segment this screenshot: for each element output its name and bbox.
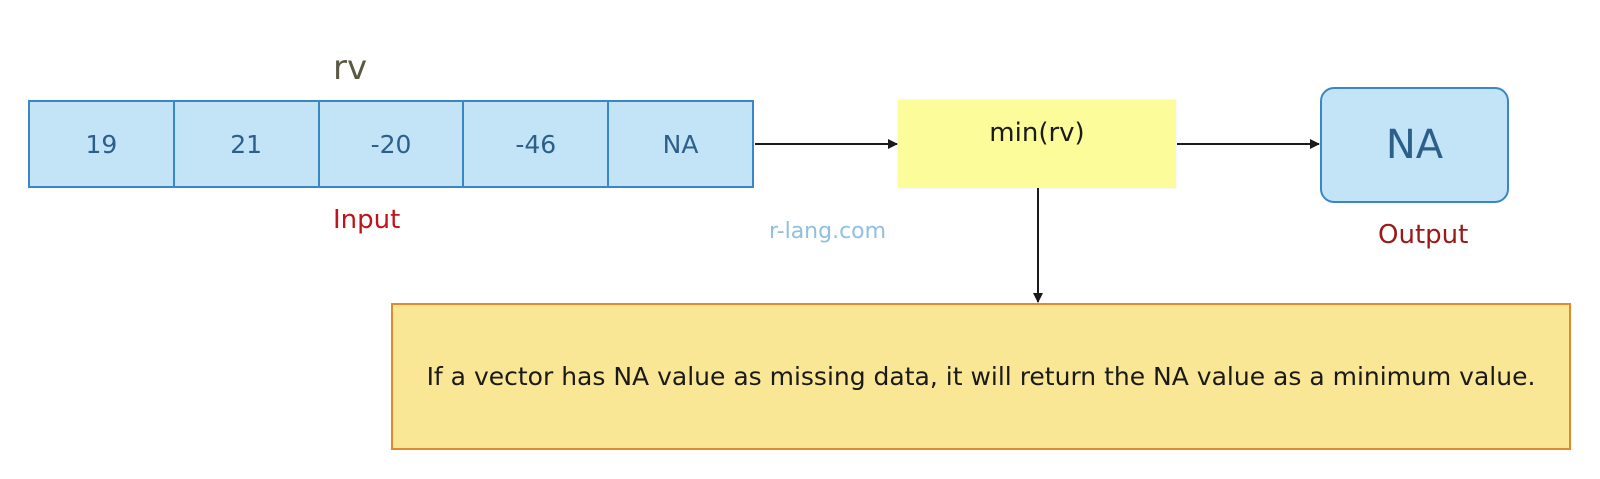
output-label: Output (1378, 220, 1469, 250)
vector-cell-1: 19 (30, 102, 175, 186)
input-label: Input (333, 205, 401, 235)
vector-cell-2: 21 (175, 102, 320, 186)
vector-cell-4: -46 (464, 102, 610, 186)
output-box: NA (1320, 87, 1509, 203)
output-value: NA (1385, 122, 1444, 168)
vector-name-label: rv (333, 48, 368, 88)
input-vector: 19 21 -20 -46 NA (28, 100, 754, 188)
note-box: If a vector has NA value as missing data… (391, 303, 1571, 450)
vector-cell-5: NA (662, 129, 699, 159)
function-box: min(rv) (898, 100, 1176, 188)
function-call-text: min(rv) (989, 118, 1085, 148)
watermark-text: r-lang.com (769, 219, 887, 244)
vector-cell-3: -20 (320, 102, 465, 186)
note-text: If a vector has NA value as missing data… (426, 362, 1536, 391)
